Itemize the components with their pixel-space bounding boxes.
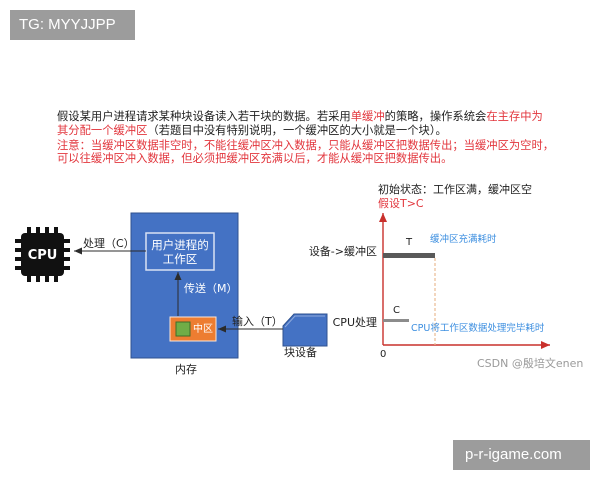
- note-line: 可以往缓冲区冲入数据，但必须把缓冲区充满以后，才能从缓冲区把数据传出。: [57, 152, 452, 166]
- process-arrow-label: 处理（C）: [83, 237, 135, 250]
- intro-line: 其分配一个缓冲区（若题目中没有特别说明，一个缓冲区的大小就是一个块）。: [57, 124, 447, 138]
- watermark-top-left: TG: MYYJJPP: [10, 10, 135, 40]
- buffer-marker-square: [175, 321, 191, 337]
- memory-label: 内存: [175, 363, 197, 376]
- timeline-row-label-cpu-processing: CPU处理: [332, 316, 377, 329]
- buffer-label: 中区: [193, 324, 213, 335]
- note-text: 可以往缓冲区冲入数据，但必须把缓冲区充满以后，才能从缓冲区把数据传出。: [57, 152, 453, 165]
- intro-line: 假设某用户进程请求某种块设备读入若干块的数据。若采用单缓冲的策略，操作系统会在主…: [57, 110, 543, 124]
- intro-text: 的策略，操作系统会: [384, 110, 487, 123]
- intro-emphasis: 在主存中为: [486, 110, 543, 123]
- work-area-label-line-2: 工作区: [162, 252, 198, 266]
- intro-text: （若题目中没有特别说明，一个缓冲区的大小就是一个块）。: [147, 124, 447, 137]
- input-arrow-label: 输入（T）: [232, 315, 283, 328]
- timeline-caption-buffer-full: 缓冲区充满耗时: [430, 234, 497, 245]
- timeline-heading: 初始状态：工作区满，缓冲区空: [378, 183, 532, 196]
- intro-text: 假设某用户进程请求某种块设备读入若干块的数据。若采用: [57, 110, 351, 123]
- transfer-arrow-label: 传送（M）: [184, 282, 238, 295]
- intro-emphasis: 单缓冲: [350, 110, 385, 123]
- note-line: 注意：当缓冲区数据非空时，不能往缓冲区冲入数据，只能从缓冲区把数据传出；当缓冲区…: [57, 139, 554, 153]
- work-area-label-line-1: 用户进程的: [151, 238, 209, 252]
- timeline-symbol-t: T: [406, 237, 413, 248]
- intro-emphasis: 其分配一个缓冲区: [57, 124, 148, 137]
- watermark-bottom-right: p-r-igame.com: [453, 440, 590, 470]
- work-area-box: [145, 232, 215, 271]
- timeline-row-label-device-to-buffer: 设备->缓冲区: [308, 245, 377, 258]
- note-text: 注意：当缓冲区数据非空时，不能往缓冲区冲入数据，只能从缓冲区把数据传出；当缓冲区…: [57, 139, 555, 152]
- block-device-label: 块设备: [284, 346, 317, 359]
- timeline-bar-cpu-processing: [383, 319, 409, 322]
- timeline-origin-label: 0: [380, 349, 387, 360]
- timeline-caption-cpu-done: CPU将工作区数据处理完毕耗时: [411, 323, 545, 334]
- block-device-icon: [282, 313, 328, 347]
- cpu-label: CPU: [28, 248, 58, 263]
- timeline-symbol-c: C: [393, 305, 400, 316]
- timeline-assumption: 假设T>C: [378, 197, 424, 210]
- timeline-bar-device-to-buffer: [383, 253, 435, 258]
- source-credit: CSDN @殷培文enen: [477, 357, 584, 370]
- cpu-chip-icon: CPU: [15, 227, 70, 282]
